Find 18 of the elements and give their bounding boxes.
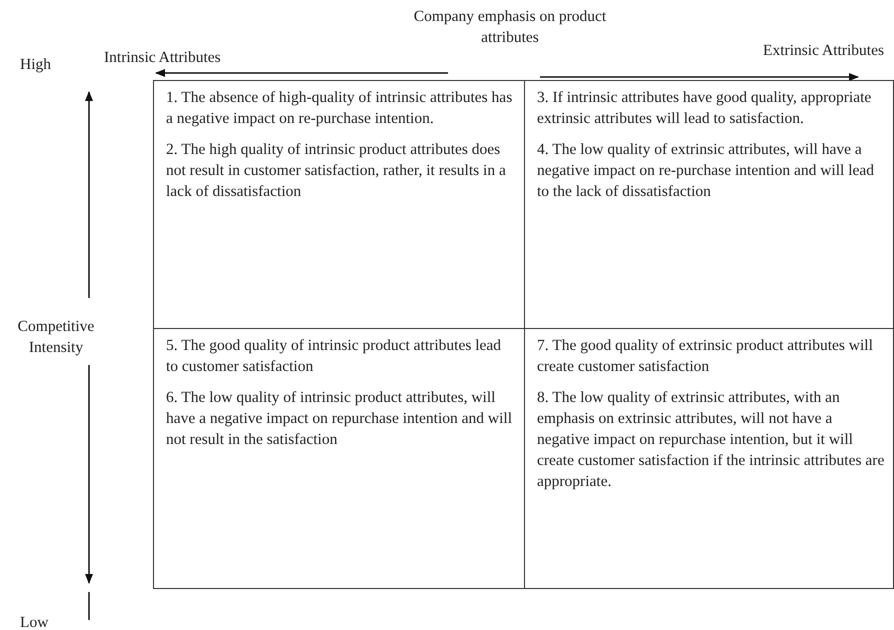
statement-text: 4. The low quality of extrinsic attributes, will have a negative impact on re-purchase intention and will lead to the lack of dissatisfaction (537, 140, 876, 202)
statement-text: 3. If intrinsic attributes have good quality, appropriate extrinsic attributes will lead to satisfaction. (537, 88, 872, 129)
axis-label: Extrinsic Attributes (762, 41, 884, 61)
axis-end-label: Low (20, 613, 48, 630)
statement-text: 5. The good quality of intrinsic product attributes lead to customer satisfaction (166, 336, 502, 377)
quadrant-cell (153, 328, 525, 589)
axis-end-label: High (20, 55, 51, 75)
statement-text: 7. The good quality of extrinsic product attributes will create customer satisfaction (537, 336, 874, 377)
axis-title: Company emphasis on product attributes (412, 7, 608, 48)
quadrant-cell (524, 328, 894, 589)
statement-text: 2. The high quality of intrinsic product attributes does not result in customer satisfaction, rather, it results in a lack of dissatisfaction (166, 140, 507, 202)
statement-text: 8. The low quality of extrinsic attributes, with an emphasis on extrinsic attributes, will not have a negative impact on repurchase intention, but it will create customer satisfaction if the intrinsic attributes are appropriate. (537, 388, 885, 492)
quadrant-cell (524, 80, 894, 329)
axis-label: Intrinsic Attributes (104, 48, 221, 68)
statement-text: 1. The absence of high-quality of intrinsic attributes has a negative impact on re-purchase intention. (166, 88, 514, 129)
quadrant-cell (153, 80, 525, 329)
axis-title: Competitive Intensity (16, 317, 96, 358)
statement-text: 6. The low quality of intrinsic product attributes, will have a negative impact on repurchase intention and will not result in the satisfaction (166, 388, 514, 450)
